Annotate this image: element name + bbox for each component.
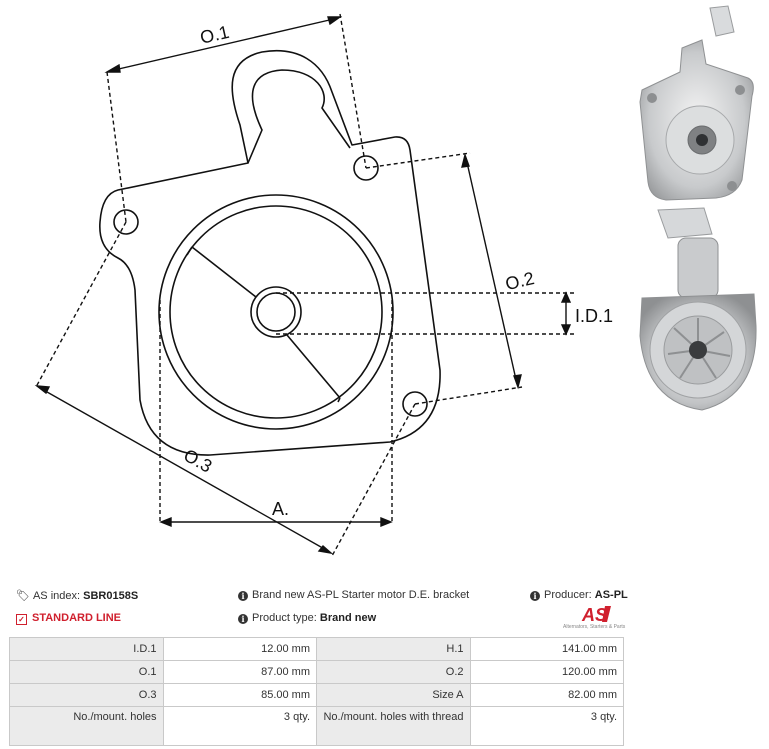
spec-value: 3 qty. — [469, 706, 624, 746]
product-photo-front — [639, 207, 757, 411]
producer-value: AS-PL — [594, 589, 628, 601]
spec-value: 12.00 mm — [162, 637, 317, 661]
spec-value: 141.00 mm — [469, 637, 624, 661]
spec-value: 3 qty. — [162, 706, 317, 746]
hub-outer — [250, 286, 302, 338]
spec-value: 87.00 mm — [162, 660, 317, 684]
info-icon: i — [238, 591, 248, 601]
product-photo-top — [639, 5, 754, 201]
standard-line-text: STANDARD LINE — [32, 612, 122, 624]
product-type: i Product type: Brand new — [238, 612, 376, 624]
ear-loop — [247, 69, 351, 164]
info-icon: i — [238, 614, 248, 624]
window-sector — [186, 246, 341, 403]
as-index: 🏷AS index: SBR0158S — [16, 589, 138, 602]
spec-label: H.1 — [316, 637, 471, 661]
mount-hole-top — [353, 155, 379, 181]
spec-value: 85.00 mm — [162, 683, 317, 707]
check-square-icon: ✓ — [16, 614, 27, 625]
dim-label-a: A. — [272, 499, 289, 519]
spec-label: O.3 — [9, 683, 164, 707]
as-index-value: SBR0158S — [83, 590, 139, 602]
producer-label: Producer: — [544, 589, 592, 601]
spec-label: No./mount. holes — [9, 706, 164, 746]
spec-label: No./mount. holes with thread — [316, 706, 471, 746]
spec-label: Size A — [316, 683, 471, 707]
dim-label-o2: O.2 — [503, 268, 536, 294]
spec-value: 82.00 mm — [469, 683, 624, 707]
as-index-label: AS index: — [32, 590, 81, 602]
mount-hole-left — [113, 209, 139, 235]
hub-inner — [256, 292, 296, 332]
product-type-value: Brand new — [319, 612, 377, 624]
spec-label: O.2 — [316, 660, 471, 684]
producer: i Producer: AS-PL — [530, 589, 628, 601]
description-text: Brand new AS-PL Starter motor D.E. brack… — [252, 589, 470, 601]
outer-bore — [158, 194, 394, 430]
mount-hole-bottom — [402, 391, 428, 417]
spec-label: I.D.1 — [9, 637, 164, 661]
spec-label: O.1 — [9, 660, 164, 684]
spec-value: 120.00 mm — [469, 660, 624, 684]
inner-bore — [169, 205, 383, 419]
technical-drawing: O.1 O.2 O.3 I.D.1 A. — [34, 13, 613, 557]
as-logo-mark: AS — [581, 605, 611, 624]
product-description: i Brand new AS-PL Starter motor D.E. brac… — [238, 589, 469, 601]
svg-text:AS: AS — [581, 605, 607, 624]
bracket-outline — [99, 50, 441, 456]
as-logo: AS Alternators, Starters & Parts — [563, 604, 625, 632]
standard-line-badge: ✓ STANDARD LINE — [16, 612, 121, 625]
as-logo-tagline: Alternators, Starters & Parts — [563, 624, 626, 630]
dim-label-o3: O.3 — [180, 445, 215, 477]
dim-label-id1: I.D.1 — [575, 306, 613, 326]
info-icon: i — [530, 591, 540, 601]
tags-icon: 🏷 — [16, 590, 30, 602]
product-type-label: Product type: — [252, 612, 317, 624]
